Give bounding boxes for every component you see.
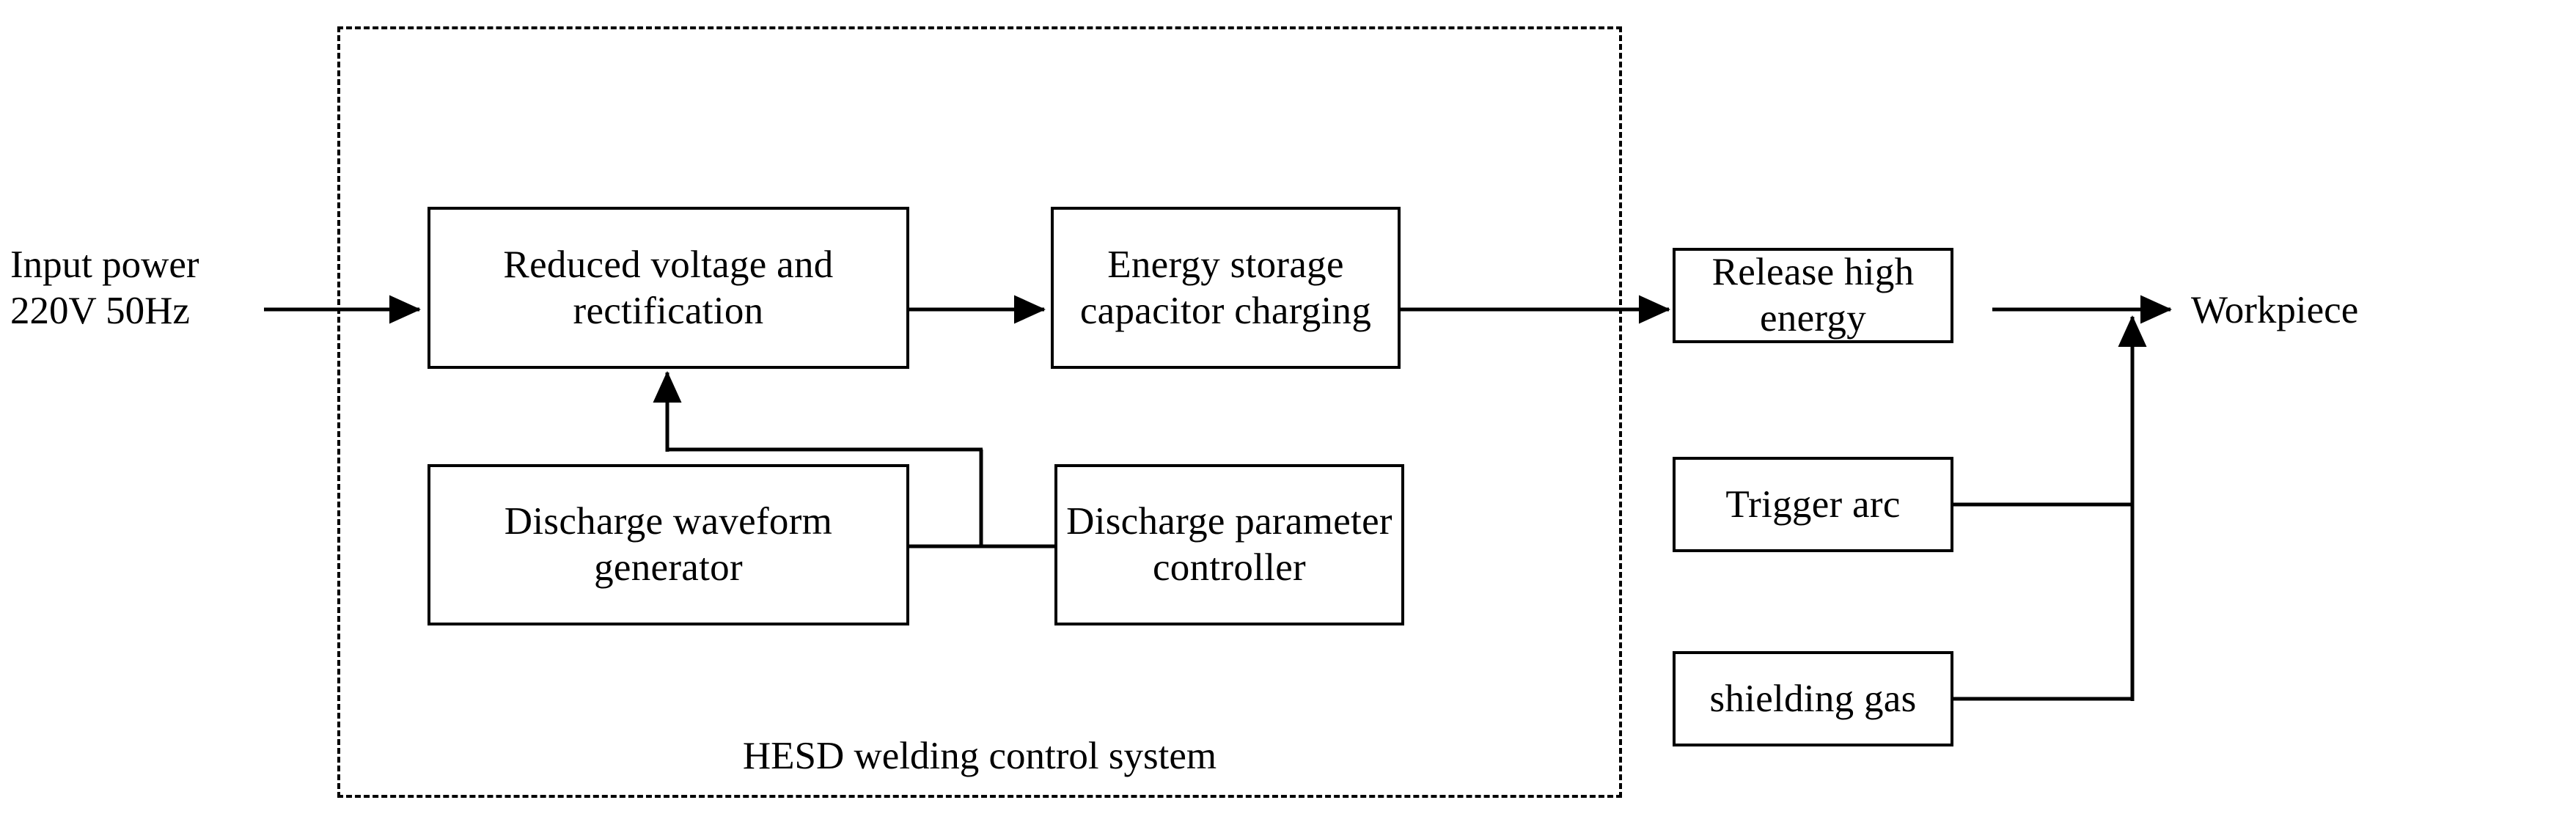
- box-trigger-arc[interactable]: Trigger arc: [1673, 457, 1953, 552]
- input-power-label: Input power 220V 50Hz: [10, 243, 199, 332]
- box-discharge-parameter-controller[interactable]: Discharge parameter controller: [1054, 464, 1404, 625]
- box-shielding-gas[interactable]: shielding gas: [1673, 651, 1953, 746]
- box-release-high-energy[interactable]: Release high energy: [1673, 248, 1953, 343]
- workpiece-label: Workpiece: [2191, 289, 2359, 331]
- hesd-system-caption: HESD welding control system: [742, 735, 1217, 777]
- box-energy-storage-capacitor-charging[interactable]: Energy storage capacitor charging: [1051, 207, 1401, 369]
- box-discharge-waveform-generator[interactable]: Discharge waveform generator: [428, 464, 909, 625]
- box-reduced-voltage-and-rectification[interactable]: Reduced voltage and rectification: [428, 207, 909, 369]
- hesd-system-boundary: [337, 26, 1622, 798]
